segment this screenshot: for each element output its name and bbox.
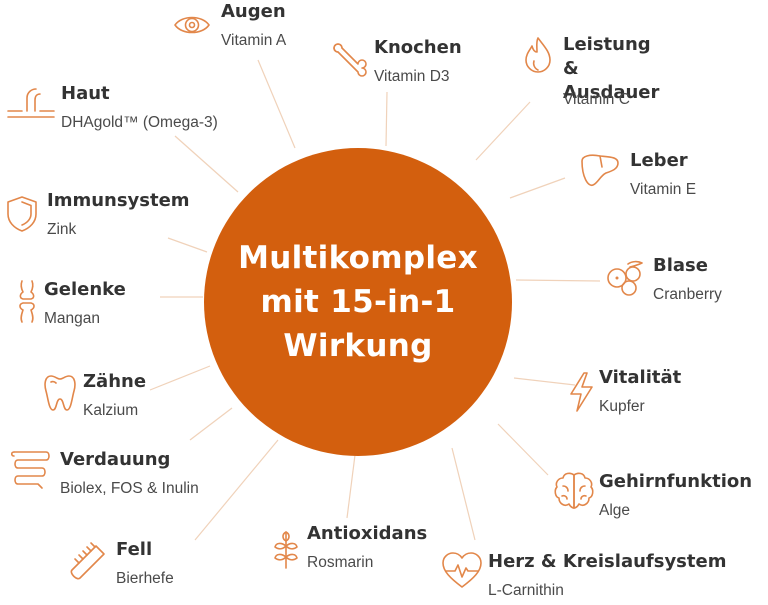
berries-icon bbox=[604, 258, 648, 298]
heart-icon bbox=[440, 550, 484, 590]
center-circle: Multikomplex mit 15-in-1 Wirkung bbox=[204, 148, 512, 456]
connector-vitalitaet bbox=[513, 377, 576, 386]
connector-leber bbox=[509, 177, 566, 199]
connector-haut bbox=[174, 135, 239, 193]
benefit-title: Verdauung bbox=[60, 449, 171, 470]
benefit-subtitle: Bierhefe bbox=[116, 570, 174, 587]
connector-knochen bbox=[385, 91, 388, 147]
bone-icon bbox=[330, 40, 370, 80]
connector-fell bbox=[194, 439, 279, 541]
benefit-subtitle: Rosmarin bbox=[307, 554, 374, 571]
benefit-subtitle: Zink bbox=[47, 221, 77, 238]
flame-icon bbox=[520, 34, 556, 74]
connector-leistung bbox=[475, 101, 531, 161]
benefit-title: Immunsystem bbox=[47, 190, 190, 211]
connector-antioxidans bbox=[346, 454, 356, 519]
benefit-title: Knochen bbox=[374, 37, 462, 58]
benefit-subtitle: Kupfer bbox=[599, 398, 645, 415]
benefit-title: Herz & Kreislaufsystem bbox=[488, 551, 727, 572]
benefit-subtitle: Vitamin A bbox=[221, 32, 287, 49]
benefit-title: Augen bbox=[221, 1, 286, 22]
joint-icon bbox=[13, 278, 41, 324]
benefit-title: Fell bbox=[116, 539, 153, 560]
benefit-subtitle: Alge bbox=[599, 502, 631, 519]
benefit-title: Vitalität bbox=[599, 367, 682, 388]
benefit-subtitle: Kalzium bbox=[83, 402, 139, 419]
eye-icon bbox=[172, 10, 212, 40]
connector-augen bbox=[257, 59, 296, 149]
connector-immunsystem bbox=[167, 237, 208, 253]
liver-icon bbox=[578, 151, 622, 189]
connector-zaehne bbox=[149, 365, 211, 391]
benefit-title: Blase bbox=[653, 255, 708, 276]
benefit-title: Haut bbox=[61, 83, 110, 104]
tooth-icon bbox=[42, 372, 78, 414]
shield-icon bbox=[5, 194, 39, 234]
benefit-title: Gehirnfunktion bbox=[599, 471, 753, 492]
benefit-subtitle: Vitamin D3 bbox=[374, 68, 450, 85]
benefit-title: Leistung & Ausdauer bbox=[563, 34, 660, 103]
comb-icon bbox=[66, 536, 110, 580]
benefit-subtitle: Biolex, FOS & Inulin bbox=[60, 480, 199, 497]
benefit-subtitle: L-Carnithin bbox=[488, 582, 564, 599]
benefit-title: Zähne bbox=[83, 371, 147, 392]
lightning-icon bbox=[566, 370, 596, 414]
skin-icon bbox=[6, 84, 56, 124]
benefit-title: Leber bbox=[630, 150, 688, 171]
brain-icon bbox=[552, 470, 596, 512]
benefit-subtitle: Vitamin C bbox=[563, 91, 630, 108]
benefit-title: Gelenke bbox=[44, 279, 126, 300]
benefit-subtitle: Vitamin E bbox=[630, 181, 697, 198]
benefit-subtitle: Mangan bbox=[44, 310, 101, 327]
connector-verdauung bbox=[189, 407, 233, 441]
connector-herz bbox=[451, 447, 476, 541]
benefit-subtitle: Cranberry bbox=[653, 286, 722, 303]
connector-blase bbox=[515, 279, 601, 282]
herb-icon bbox=[270, 526, 302, 570]
benefit-title: Antioxidans bbox=[307, 523, 428, 544]
center-title: Multikomplex mit 15-in-1 Wirkung bbox=[238, 240, 478, 364]
intestine-icon bbox=[8, 446, 52, 492]
connector-gehirn bbox=[497, 423, 549, 476]
benefit-subtitle: DHAgold™ (Omega-3) bbox=[61, 114, 218, 131]
